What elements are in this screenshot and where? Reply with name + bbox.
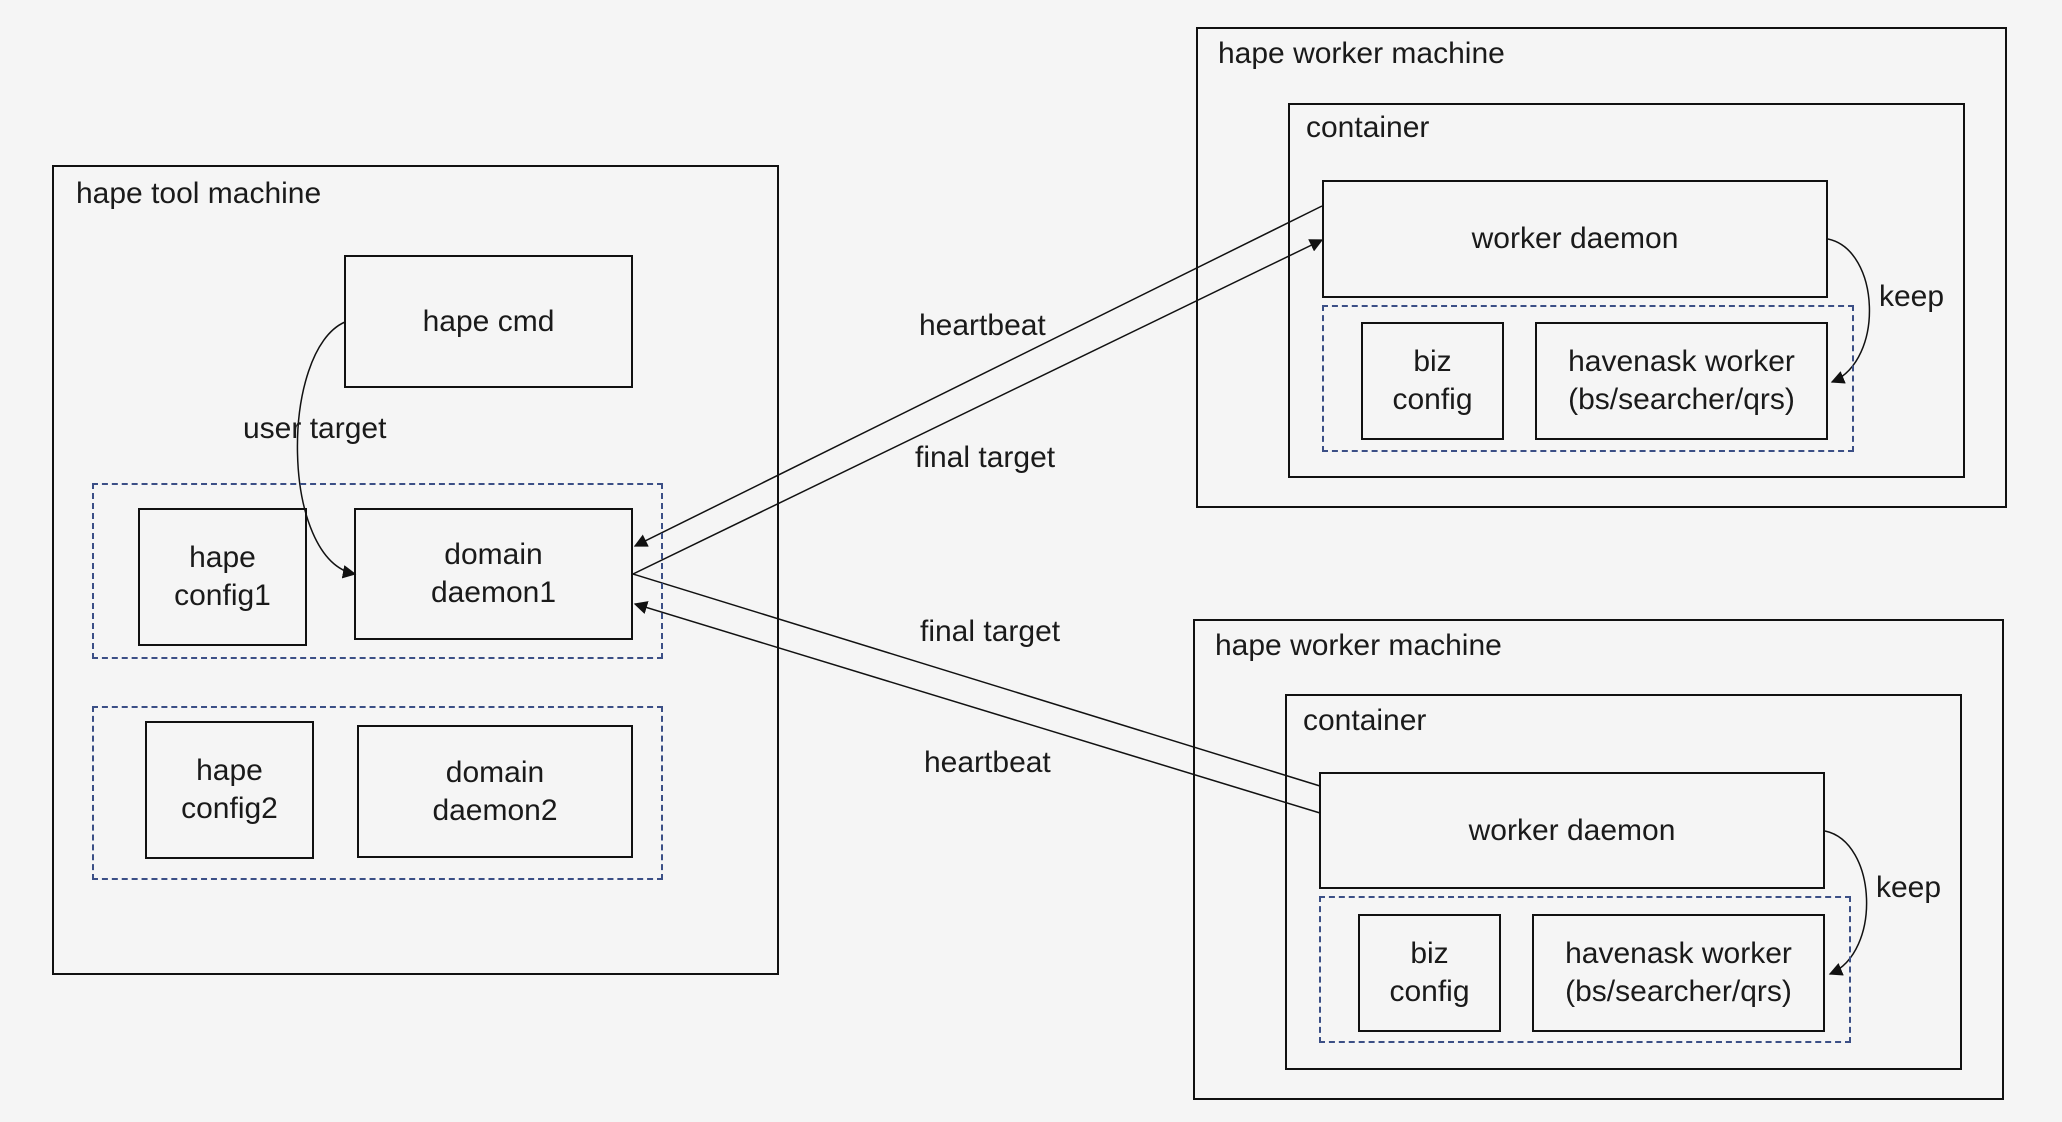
- container-title-2: container: [1303, 704, 1427, 737]
- worker-group-2: [1319, 896, 1851, 1043]
- top-heartbeat-arrow: [633, 205, 1323, 547]
- worker-group-1: [1322, 305, 1854, 452]
- hape-config2-node: hape config2: [145, 721, 314, 859]
- keep-arrow-bottom: [1824, 830, 1868, 976]
- biz-config-node-2: biz config: [1358, 914, 1501, 1032]
- top-final-target-arrow: [632, 239, 1324, 575]
- bottom-final-target-label: final target: [920, 615, 1061, 648]
- havenask-worker-node-2: havenask worker (bs/searcher/qrs): [1532, 914, 1825, 1032]
- worker-daemon-node-2: worker daemon: [1319, 772, 1825, 889]
- worker-machine-title-1: hape worker machine: [1218, 37, 1505, 70]
- domain-daemon1-node: domain daemon1: [354, 508, 633, 640]
- hape-config1-node: hape config1: [138, 508, 307, 646]
- domain-daemon2-node: domain daemon2: [357, 725, 633, 858]
- container-title-1: container: [1306, 111, 1430, 144]
- user-target-arrow: [296, 321, 357, 579]
- container-box-2: container: [1285, 694, 1962, 1070]
- keep-arrow-top: [1827, 238, 1871, 384]
- bottom-final-target-line: [632, 573, 1321, 787]
- worker-machine-title-2: hape worker machine: [1215, 629, 1502, 662]
- havenask-worker-node-1: havenask worker (bs/searcher/qrs): [1535, 322, 1828, 440]
- bottom-heartbeat-label: heartbeat: [924, 746, 1051, 779]
- top-final-target-label: final target: [915, 441, 1056, 474]
- biz-config-node-1: biz config: [1361, 322, 1504, 440]
- top-heartbeat-label: heartbeat: [919, 309, 1046, 342]
- keep-label-1: keep: [1879, 280, 1945, 313]
- daemon-group-2: [92, 706, 663, 880]
- hape-cmd-node: hape cmd: [344, 255, 633, 388]
- worker-machine-box-2: hape worker machine: [1193, 619, 2004, 1100]
- daemon-group-1: [92, 483, 663, 659]
- bottom-heartbeat-arrow: [633, 601, 1321, 814]
- keep-label-2: keep: [1876, 871, 1942, 904]
- worker-daemon-node-1: worker daemon: [1322, 180, 1828, 298]
- worker-machine-box-1: hape worker machine: [1196, 27, 2007, 508]
- tool-machine-box: hape tool machine: [52, 165, 779, 975]
- container-box-1: container: [1288, 103, 1965, 478]
- tool-machine-title: hape tool machine: [76, 177, 322, 210]
- user-target-label: user target: [243, 412, 387, 445]
